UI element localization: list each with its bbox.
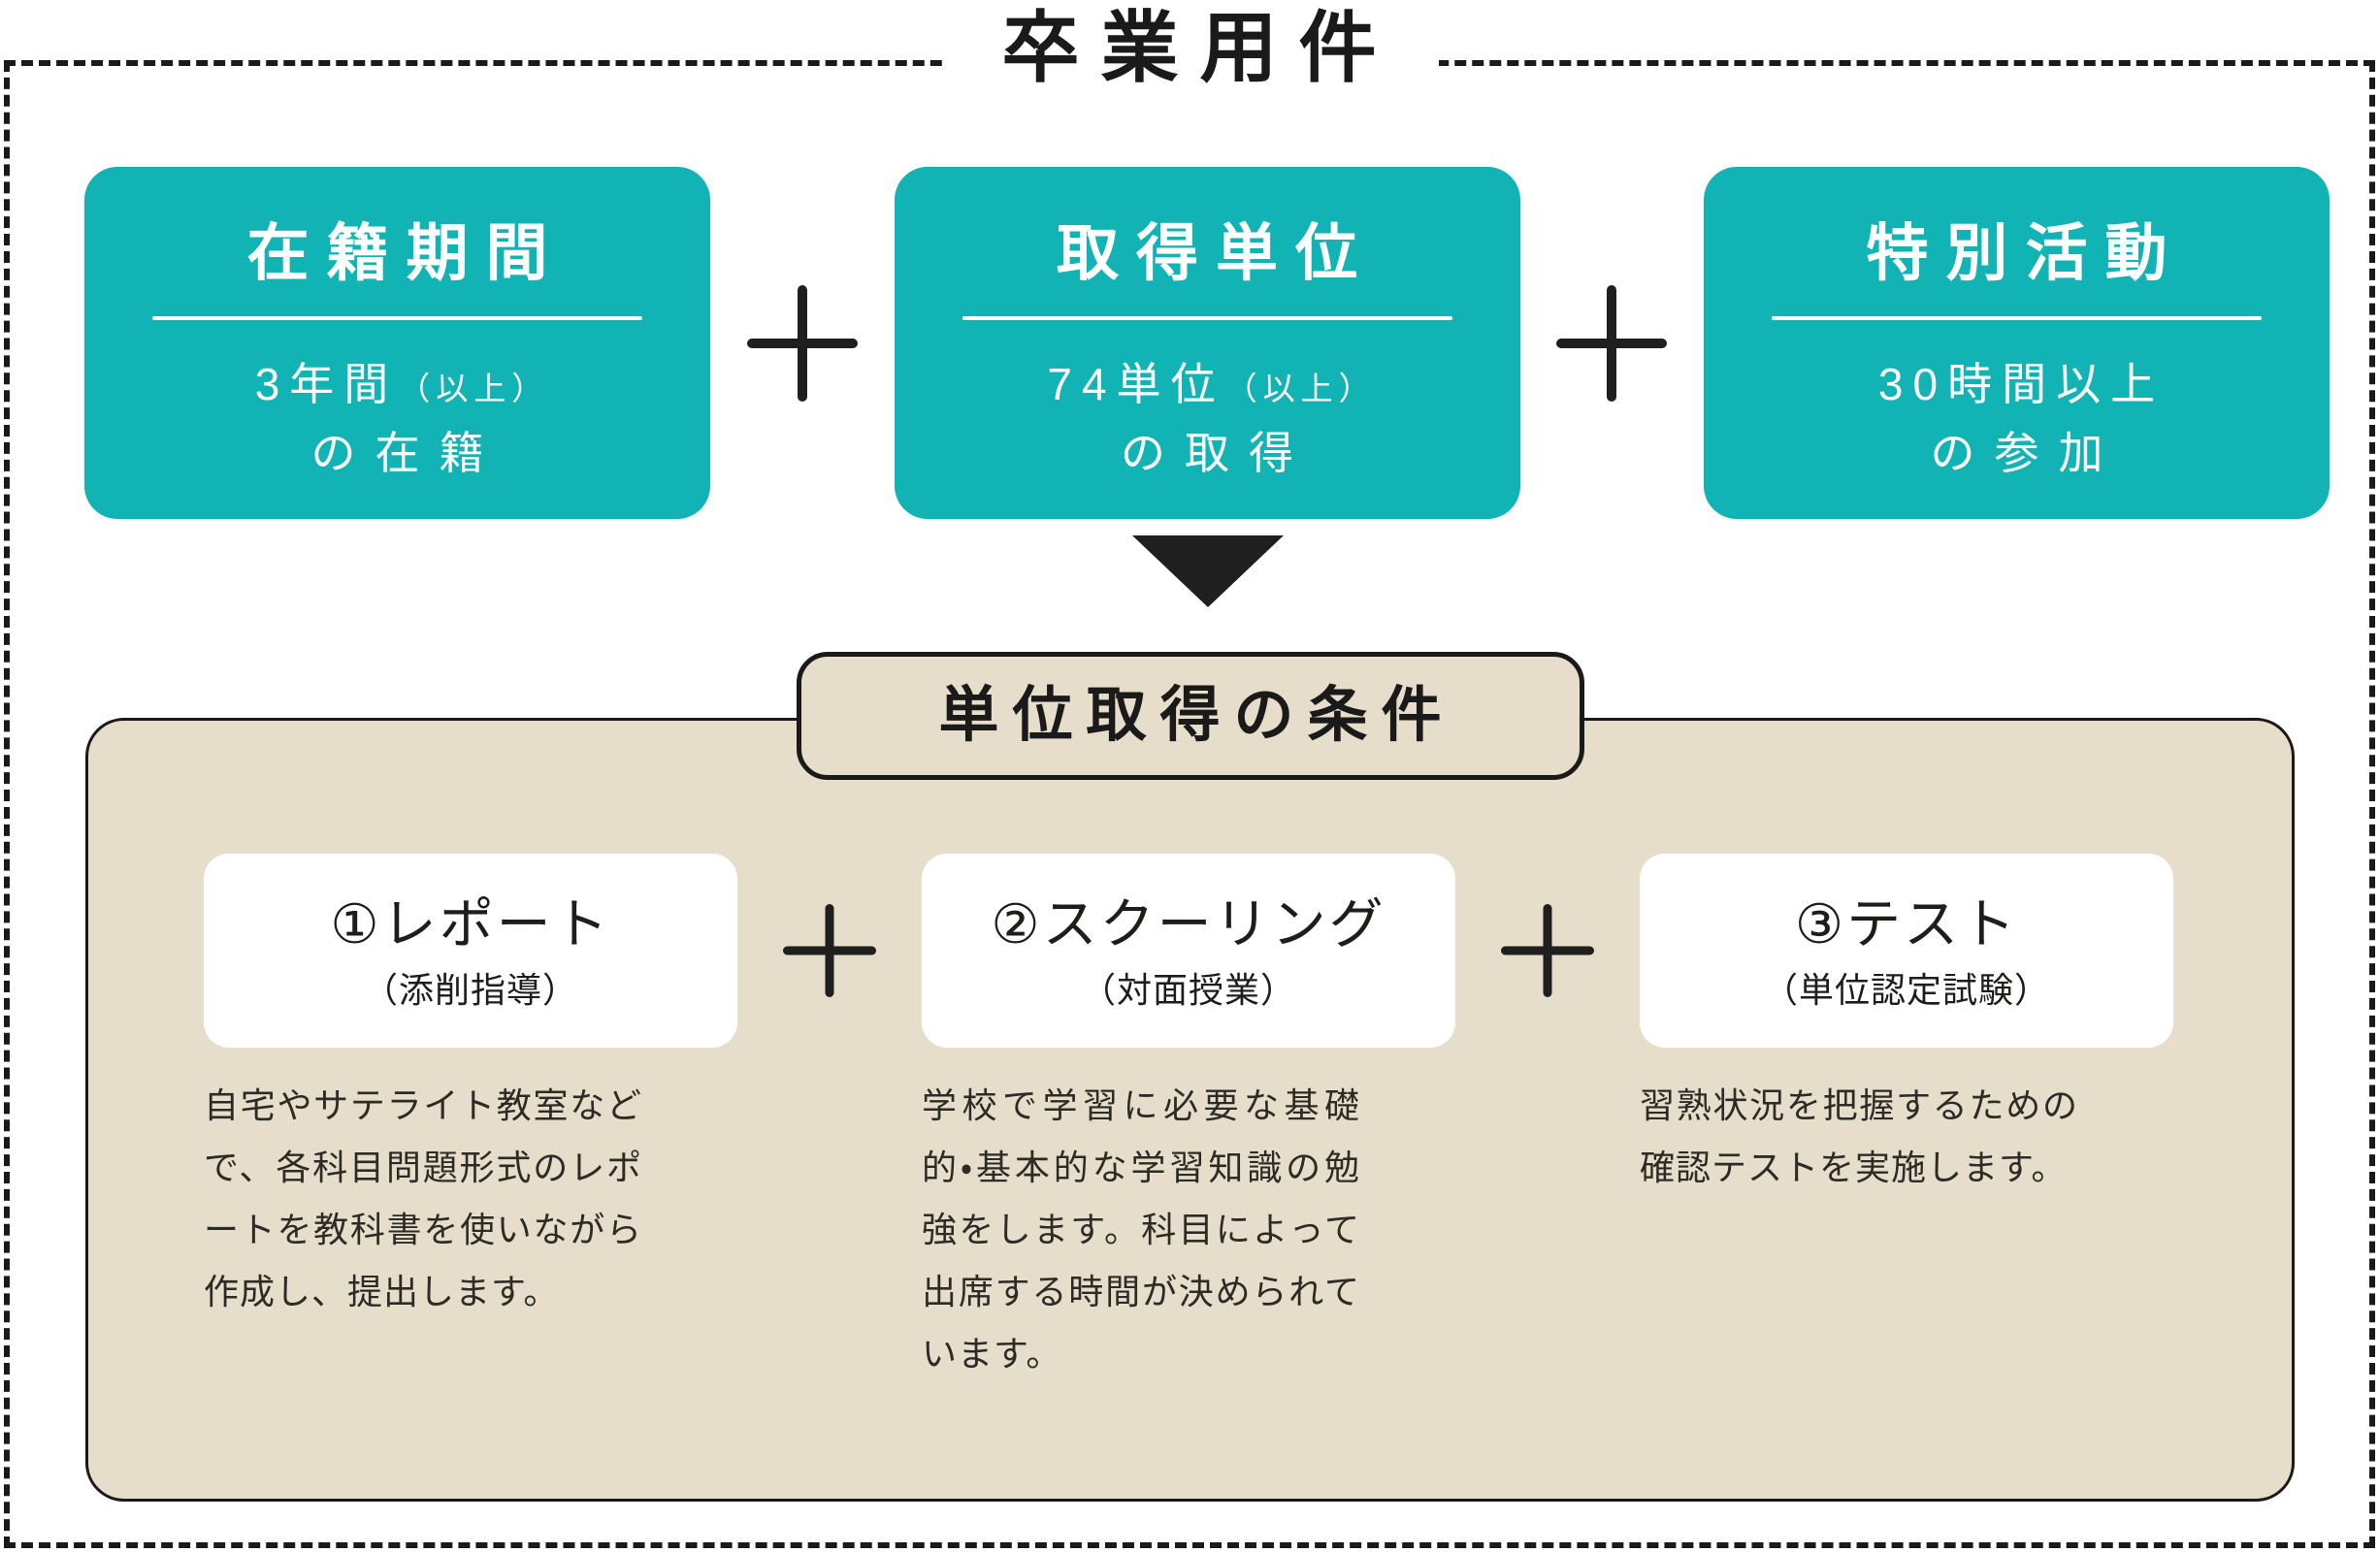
plus-separator (1520, 167, 1705, 519)
description-text: 学校で学習に必要な基礎的・基本的な学習知識の勉強をします。科目によって出席する時… (922, 1085, 1360, 1374)
value-main: 74単位 (1047, 359, 1225, 409)
value-main: 3年間 (254, 359, 399, 409)
requirement-title: 取得単位 (1057, 218, 1375, 288)
requirements-row: 在籍期間 3年間（以上） の在籍 取得単位 74単位（以上） の取得 特別活動 … (84, 167, 2330, 519)
requirement-title: 在籍期間 (246, 218, 566, 288)
requirement-caption: の参加 (1930, 428, 2123, 478)
requirement-value: 30時間以上 (1704, 361, 2330, 412)
divider (1772, 316, 2262, 320)
description-text: 習熟状況を把握するための確認テストを実施します。 (1640, 1085, 2078, 1187)
condition-subtitle: （対面授業） (1080, 970, 1296, 1010)
requirement-card-credits: 取得単位 74単位（以上） の取得 (894, 167, 1520, 519)
condition-description: 学校で学習に必要な基礎的・基本的な学習知識の勉強をします。科目によって出席する時… (922, 1075, 1455, 1385)
condition-card-test: ③テスト （単位認定試験） (1640, 854, 2173, 1048)
down-arrow-icon (1132, 535, 1284, 607)
value-note: （以上） (398, 371, 550, 406)
condition-subtitle: （単位認定試験） (1762, 970, 2050, 1010)
description-text: 自宅やサテライト教室などで、各科目問題形式のレポートを教科書を使いながら作成し、… (204, 1085, 642, 1311)
conditions-row: ①レポート （添削指導） ②スクーリング （対面授業） ③テスト （単位認定試験… (204, 854, 2173, 1048)
divider (962, 316, 1452, 320)
descriptions-row: 自宅やサテライト教室などで、各科目問題形式のレポートを教科書を使いながら作成し、… (204, 1075, 2173, 1385)
credit-conditions-panel (85, 718, 2295, 1502)
condition-card-schooling: ②スクーリング （対面授業） (922, 854, 1455, 1048)
condition-description: 習熟状況を把握するための確認テストを実施します。 (1640, 1075, 2173, 1199)
condition-subtitle: （添削指導） (362, 970, 578, 1010)
plus-separator (710, 167, 895, 519)
divider (152, 316, 642, 320)
condition-description: 自宅やサテライト教室などで、各科目問題形式のレポートを教科書を使いながら作成し、… (204, 1075, 737, 1323)
badge-label: 単位取得の条件 (938, 682, 1455, 749)
requirement-value: 74単位（以上） (895, 361, 1520, 412)
plus-icon (783, 904, 876, 997)
condition-title: ③テスト (1794, 893, 2019, 954)
condition-title: ②スクーリング (991, 893, 1386, 954)
page-title: 卒業用件 (941, 0, 1439, 99)
requirement-card-enrollment: 在籍期間 3年間（以上） の在籍 (84, 167, 710, 519)
value-main: 30時間以上 (1877, 359, 2166, 409)
condition-card-report: ①レポート （添削指導） (204, 854, 737, 1048)
condition-title: ①レポート (330, 893, 611, 954)
plus-icon (1556, 284, 1668, 402)
value-note: （以上） (1224, 371, 1377, 406)
requirement-caption: の取得 (1121, 428, 1313, 478)
requirement-caption: の在籍 (310, 428, 504, 478)
requirement-title: 特別活動 (1866, 218, 2185, 288)
credit-conditions-badge: 単位取得の条件 (796, 652, 1584, 780)
plus-separator (737, 904, 922, 997)
plus-separator (1455, 904, 1640, 997)
plus-icon (1501, 904, 1594, 997)
requirement-card-special-activities: 特別活動 30時間以上 の参加 (1704, 167, 2330, 519)
requirement-value: 3年間（以上） (84, 361, 710, 412)
plus-icon (746, 284, 858, 402)
